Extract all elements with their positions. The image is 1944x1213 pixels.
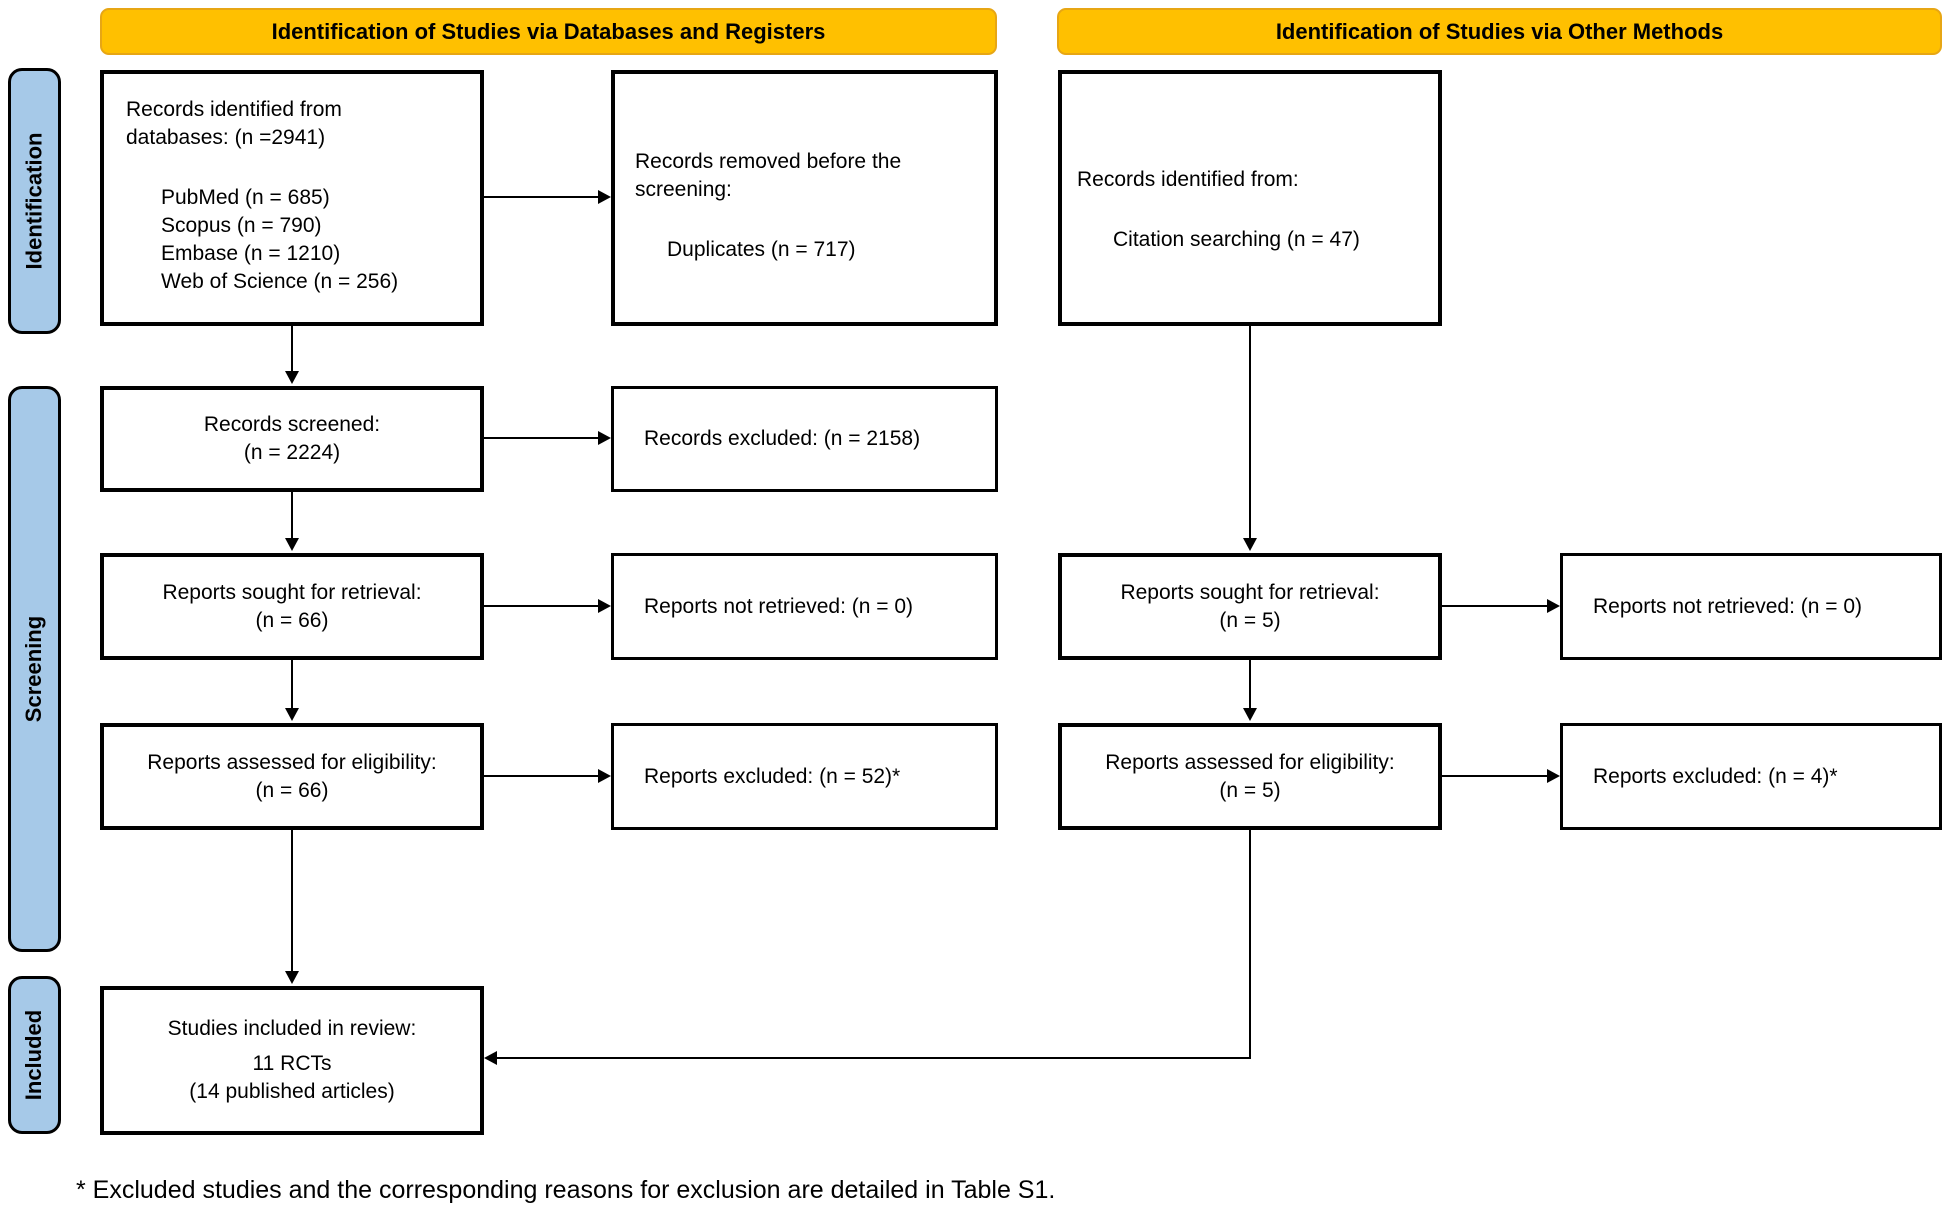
text-line: (n = 5) <box>1219 608 1281 632</box>
header-other-methods: Identification of Studies via Other Meth… <box>1057 8 1942 55</box>
stage-included-label: Included <box>21 1009 47 1101</box>
box-reports-not-retrieved-databases: Reports not retrieved: (n = 0) <box>611 553 998 660</box>
text-line: Records excluded: (n = 2158) <box>644 427 921 450</box>
header-databases-registers-label: Identification of Studies via Databases … <box>271 18 826 44</box>
box-records-identified-databases: Records identified from databases: (n =2… <box>100 70 484 326</box>
text-line: Records identified from <box>126 98 342 121</box>
database-item: PubMed (n = 685) <box>161 186 330 209</box>
arrow-identified-to-removed <box>484 190 611 204</box>
other-source-item: Citation searching (n = 47) <box>1113 228 1360 251</box>
text-line: (14 published articles) <box>189 1080 395 1103</box>
box-reports-assessed-other: Reports assessed for eligibility: (n = 5… <box>1058 723 1442 830</box>
arrow-sought-to-not-retrieved-db <box>484 599 611 613</box>
arrow-sought-to-assessed-db <box>285 660 299 721</box>
header-databases-registers: Identification of Studies via Databases … <box>100 8 997 55</box>
database-item: Web of Science (n = 256) <box>161 270 399 293</box>
box-reports-excluded-databases: Reports excluded: (n = 52)* <box>611 723 998 830</box>
stage-identification: Identification <box>8 68 61 334</box>
arrow-assessed-to-excluded-db <box>484 769 611 783</box>
text-line: Records screened: <box>203 413 381 436</box>
text-line: 11 RCTs <box>252 1052 332 1075</box>
arrow-sought-to-not-retrieved-other <box>1442 599 1560 613</box>
box-reports-not-retrieved-other: Reports not retrieved: (n = 0) <box>1560 553 1942 660</box>
spacer <box>126 152 470 184</box>
footnote: * Excluded studies and the corresponding… <box>76 1176 1056 1204</box>
spacer <box>635 204 984 236</box>
spacer <box>1077 194 1428 226</box>
box-records-identified-other: Records identified from: Citation search… <box>1058 70 1442 326</box>
connector-other-to-included-horizontal <box>484 1051 1251 1065</box>
text-line: (n = 2224) <box>243 441 341 464</box>
text-line: Reports sought for retrieval: <box>162 580 422 604</box>
text-line: Records removed before the <box>635 150 902 173</box>
text-line: Reports not retrieved: (n = 0) <box>644 594 914 618</box>
arrow-screened-to-excluded <box>484 431 611 445</box>
stage-screening: Screening <box>8 386 61 952</box>
database-item: Embase (n = 1210) <box>161 242 341 265</box>
arrow-assessed-to-included <box>285 830 299 984</box>
text-line: Studies included in review: <box>167 1017 417 1040</box>
text-line: screening: <box>635 178 732 201</box>
stage-screening-label: Screening <box>21 615 47 723</box>
text-line: Reports sought for retrieval: <box>1120 580 1380 604</box>
box-reports-sought-databases: Reports sought for retrieval: (n = 66) <box>100 553 484 660</box>
connector-other-to-included-vertical <box>1249 830 1251 1059</box>
text-line: (n = 5) <box>1219 778 1281 802</box>
box-records-screened: Records screened: (n = 2224) <box>100 386 484 492</box>
text-line: Reports assessed for eligibility: <box>147 750 437 774</box>
box-records-excluded: Records excluded: (n = 2158) <box>611 386 998 492</box>
text-line: Reports assessed for eligibility: <box>1105 750 1395 774</box>
arrow-assessed-to-excluded-other <box>1442 769 1560 783</box>
text-line: Reports excluded: (n = 4)* <box>1593 764 1838 788</box>
stage-included: Included <box>8 976 61 1134</box>
stage-identification-label: Identification <box>21 132 47 270</box>
database-item: Scopus (n = 790) <box>161 214 322 237</box>
text-line: Records identified from: <box>1077 168 1299 191</box>
box-reports-assessed-databases: Reports assessed for eligibility: (n = 6… <box>100 723 484 830</box>
box-reports-sought-other: Reports sought for retrieval: (n = 5) <box>1058 553 1442 660</box>
arrow-identified-to-screened <box>285 326 299 384</box>
box-studies-included: Studies included in review: 11 RCTs (14 … <box>100 986 484 1135</box>
arrow-screened-to-sought <box>285 492 299 551</box>
text-line: Reports excluded: (n = 52)* <box>644 764 901 788</box>
header-other-methods-label: Identification of Studies via Other Meth… <box>1275 18 1724 44</box>
text-line: (n = 66) <box>255 778 329 802</box>
text-line: (n = 66) <box>255 608 329 632</box>
box-records-removed: Records removed before the screening: Du… <box>611 70 998 326</box>
removed-item: Duplicates (n = 717) <box>667 238 856 261</box>
text-line: databases: (n =2941) <box>126 126 326 149</box>
arrow-sought-to-assessed-other <box>1243 660 1257 721</box>
text-line: Reports not retrieved: (n = 0) <box>1593 594 1863 618</box>
arrow-citation-to-sought <box>1243 326 1257 551</box>
box-reports-excluded-other: Reports excluded: (n = 4)* <box>1560 723 1942 830</box>
